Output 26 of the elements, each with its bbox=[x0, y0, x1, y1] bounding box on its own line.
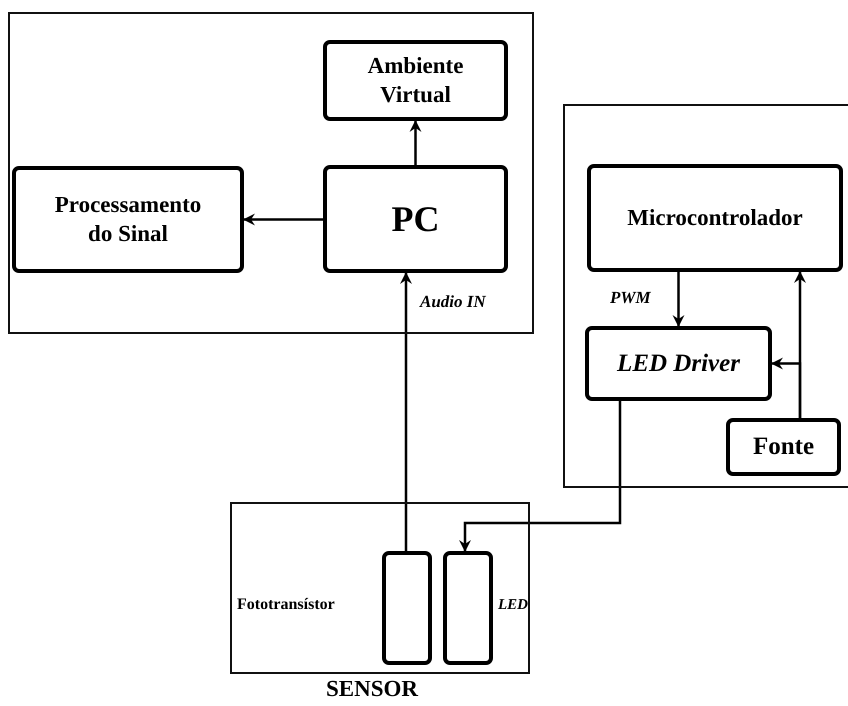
component-caption: SENSOR bbox=[326, 676, 418, 702]
block-label: Ambiente Virtual bbox=[366, 52, 464, 108]
group-frame bbox=[8, 12, 534, 334]
block-box bbox=[12, 166, 244, 273]
block-box bbox=[587, 164, 843, 272]
block-box bbox=[323, 165, 508, 273]
group-frame bbox=[563, 104, 848, 488]
block-box bbox=[443, 551, 493, 665]
arrow bbox=[400, 272, 412, 551]
arrow bbox=[672, 272, 684, 327]
component-caption: Fototransístor bbox=[237, 596, 335, 614]
arrow bbox=[771, 358, 802, 418]
group-frame bbox=[230, 502, 530, 674]
block-box bbox=[382, 551, 432, 665]
block-label: Microcontrolador bbox=[626, 204, 804, 232]
block-label: Processamento do Sinal bbox=[54, 190, 202, 248]
block-label: LED Driver bbox=[616, 348, 742, 379]
arrow bbox=[410, 120, 422, 165]
block-box bbox=[323, 40, 508, 121]
block-box bbox=[726, 418, 841, 476]
block-label: Fonte bbox=[752, 432, 816, 462]
block-box bbox=[585, 326, 772, 401]
block-label: PC bbox=[390, 198, 440, 240]
arrow bbox=[243, 214, 323, 226]
arrow bbox=[459, 401, 622, 552]
component-caption: LED bbox=[498, 597, 528, 614]
